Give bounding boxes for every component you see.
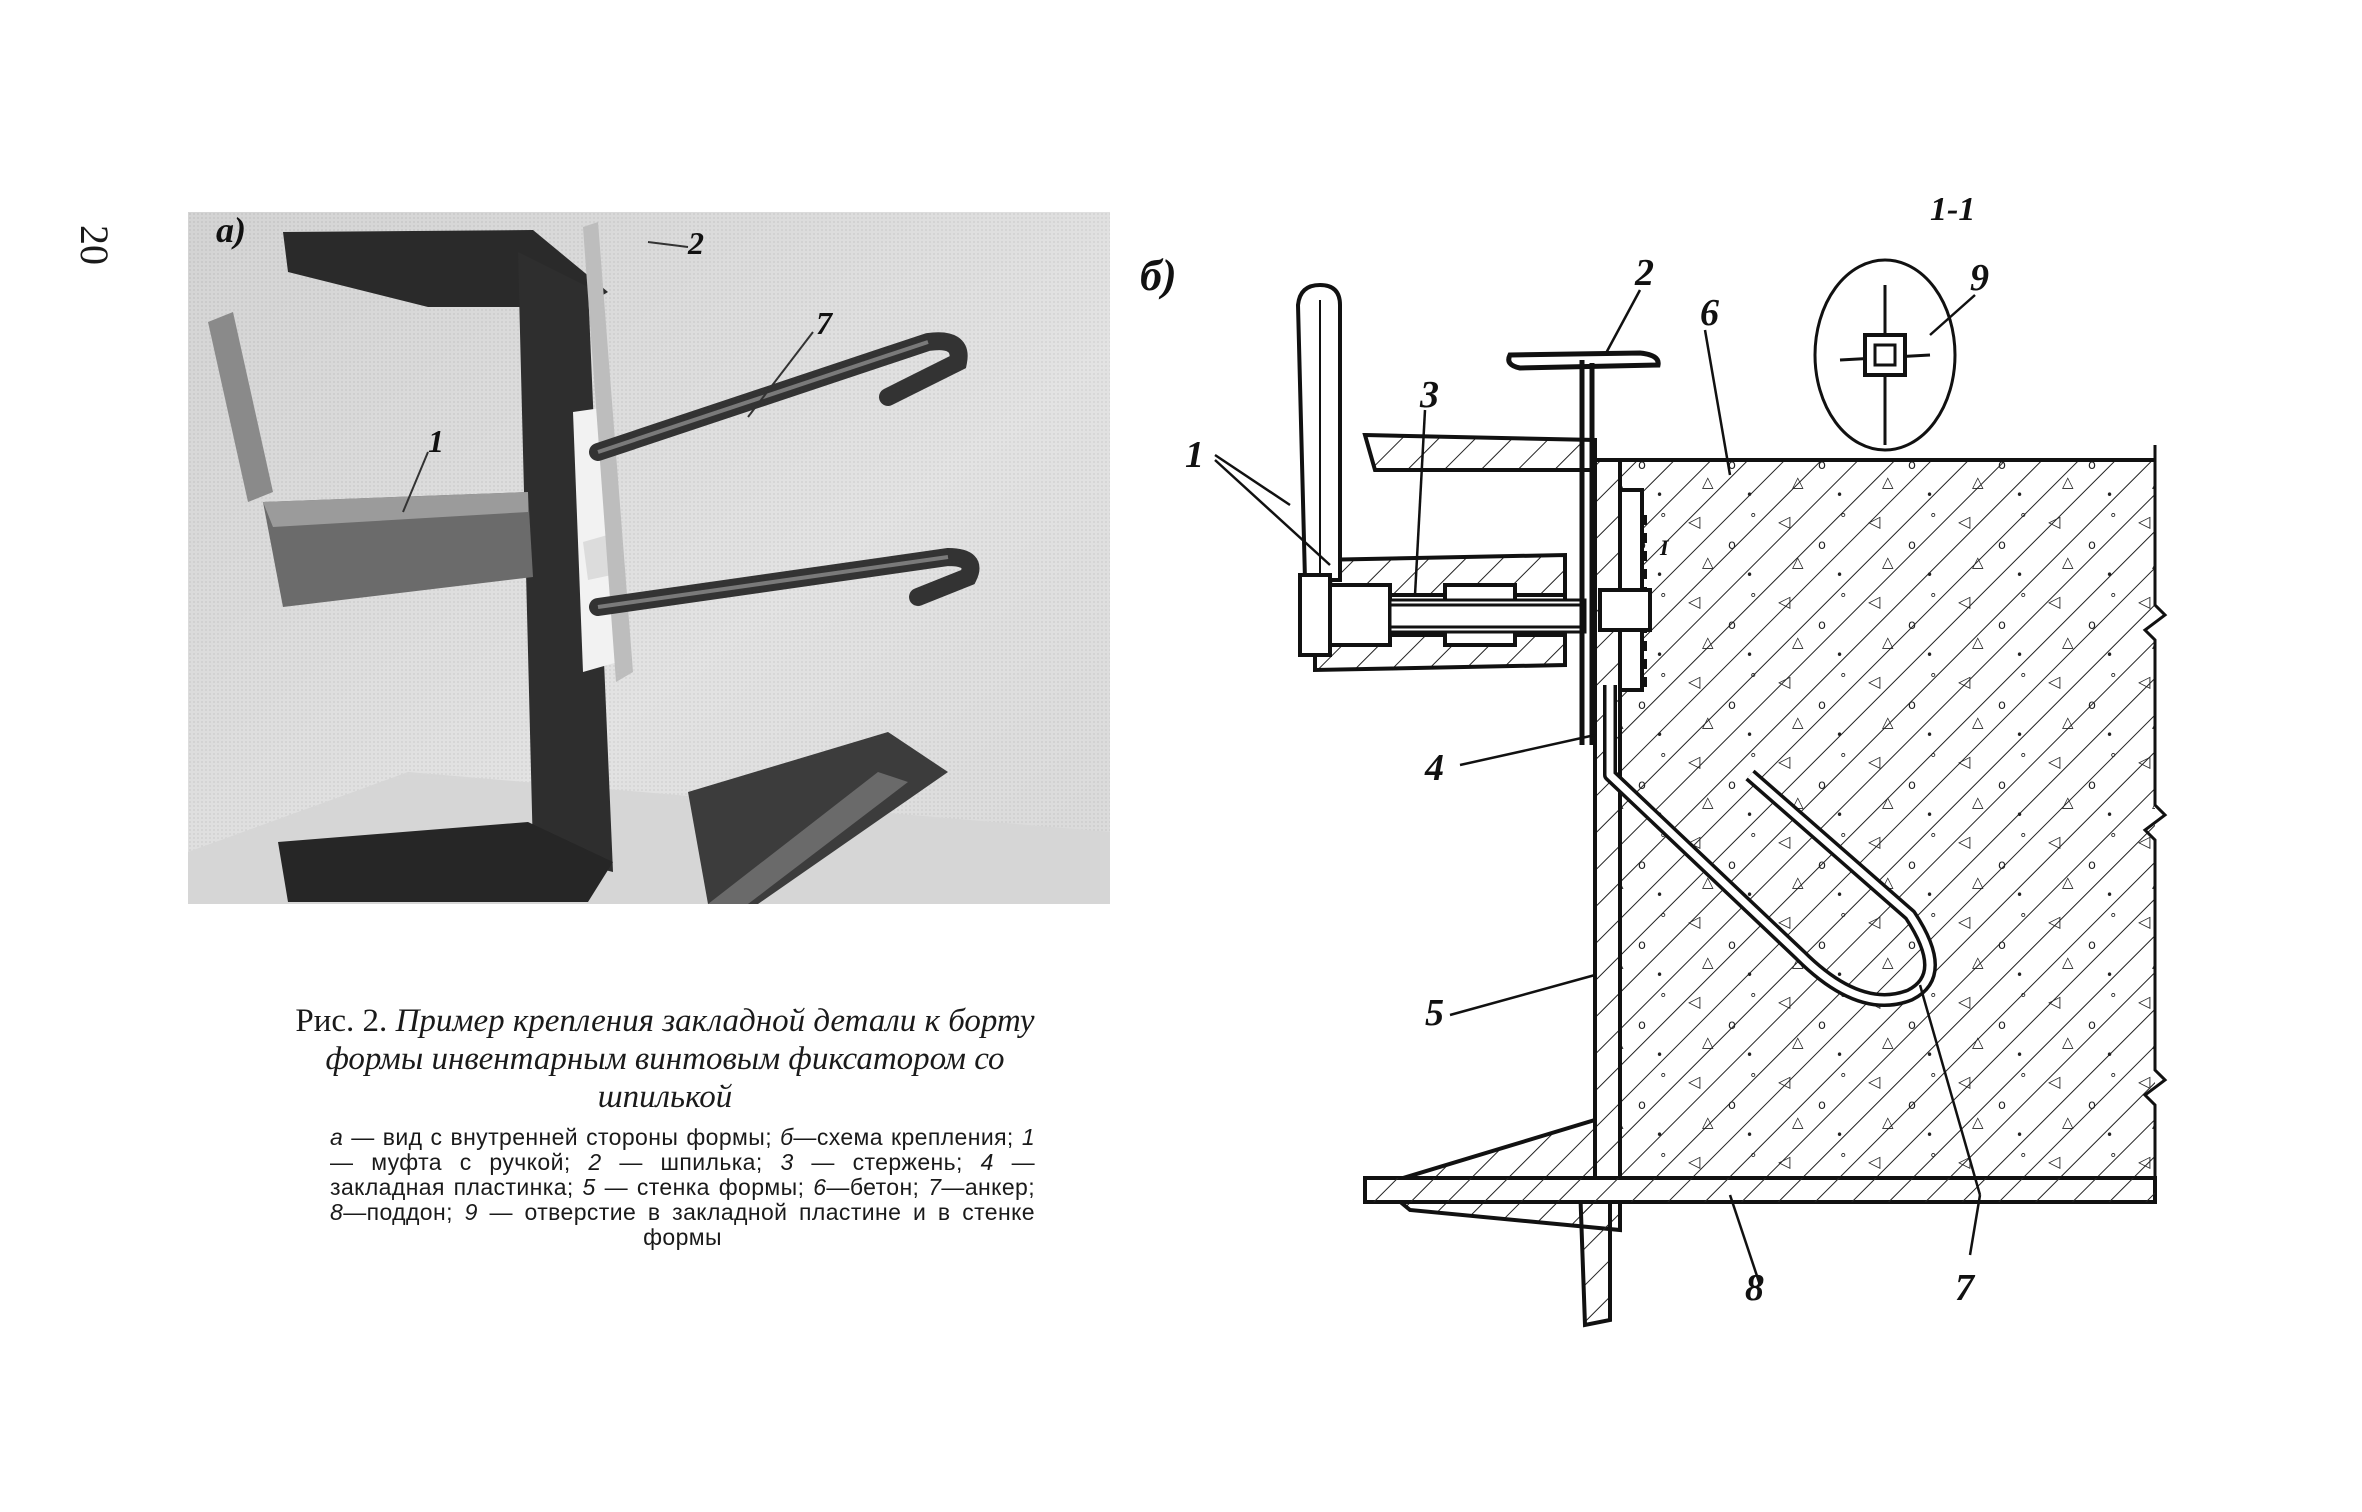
callout-2: 2 xyxy=(1634,252,1654,294)
legend-item: 3 — стержень; xyxy=(780,1149,963,1175)
page-number: 20 xyxy=(72,225,117,265)
concrete-body xyxy=(1620,445,2168,1180)
section-label: 1-1 xyxy=(1930,191,1975,228)
legend-item: 1 — муфта с ручкой; xyxy=(330,1124,1036,1175)
pin xyxy=(1506,350,1661,745)
legend-item: 2 — шпилька; xyxy=(588,1149,763,1175)
anchor-lower xyxy=(589,547,980,616)
section-detail xyxy=(1813,258,1957,452)
legend-item: а — вид с внутренней стороны формы; xyxy=(330,1124,772,1150)
handle-rod xyxy=(208,312,273,502)
rod xyxy=(1388,598,1587,634)
legend-item: 6—бетон; xyxy=(813,1174,920,1200)
callout-1: 1 xyxy=(1185,434,1204,476)
handle xyxy=(1295,282,1342,657)
legend-item: 8—поддон; xyxy=(330,1199,453,1225)
photo-callout-7: 7 xyxy=(816,305,834,341)
form-wall xyxy=(518,252,613,872)
legend-item: 4 — закладная пластинка; xyxy=(330,1149,1035,1200)
legend-item: б—схема крепления; xyxy=(780,1124,1014,1150)
embedded-plate xyxy=(1598,488,1652,692)
legend-item: 5 — стенка формы; xyxy=(582,1174,805,1200)
legend-item: 9 — отверстие в закладной пластине и в с… xyxy=(464,1199,1035,1250)
photo-panel-a: а) 2 7 1 xyxy=(188,212,1110,904)
callout-3: 3 xyxy=(1419,374,1439,416)
figure-title: Пример крепления закладной детали к борт… xyxy=(325,1003,1035,1115)
photo-callout-1: 1 xyxy=(428,423,444,459)
callout-9: 9 xyxy=(1970,257,1989,299)
callout-section-mark: I xyxy=(1659,535,1670,560)
figure-caption-title: Рис. 2. Пример крепления закладной детал… xyxy=(285,1002,1045,1116)
callout-7: 7 xyxy=(1955,1267,1976,1309)
drawing-panel-b: ◁ o △ • ° xyxy=(1140,185,2230,1355)
callout-8: 8 xyxy=(1745,1267,1764,1309)
figure-legend: а — вид с внутренней стороны формы; б—сх… xyxy=(330,1125,1035,1250)
pallet xyxy=(1363,1176,2157,1204)
callout-4: 4 xyxy=(1424,747,1444,789)
photo-illustration: а) 2 7 1 xyxy=(188,212,1110,904)
drawing-panel-label: б) xyxy=(1140,251,1177,300)
section-drawing: ◁ o △ • ° xyxy=(1140,191,2168,1328)
callout-5: 5 xyxy=(1425,992,1444,1034)
legend-item: 7—анкер; xyxy=(928,1174,1035,1200)
anchor-upper xyxy=(589,332,968,461)
callout-6: 6 xyxy=(1700,292,1719,334)
figure-number: Рис. 2. xyxy=(295,1003,388,1039)
photo-callout-2: 2 xyxy=(687,225,704,261)
photo-panel-label: а) xyxy=(216,212,246,250)
